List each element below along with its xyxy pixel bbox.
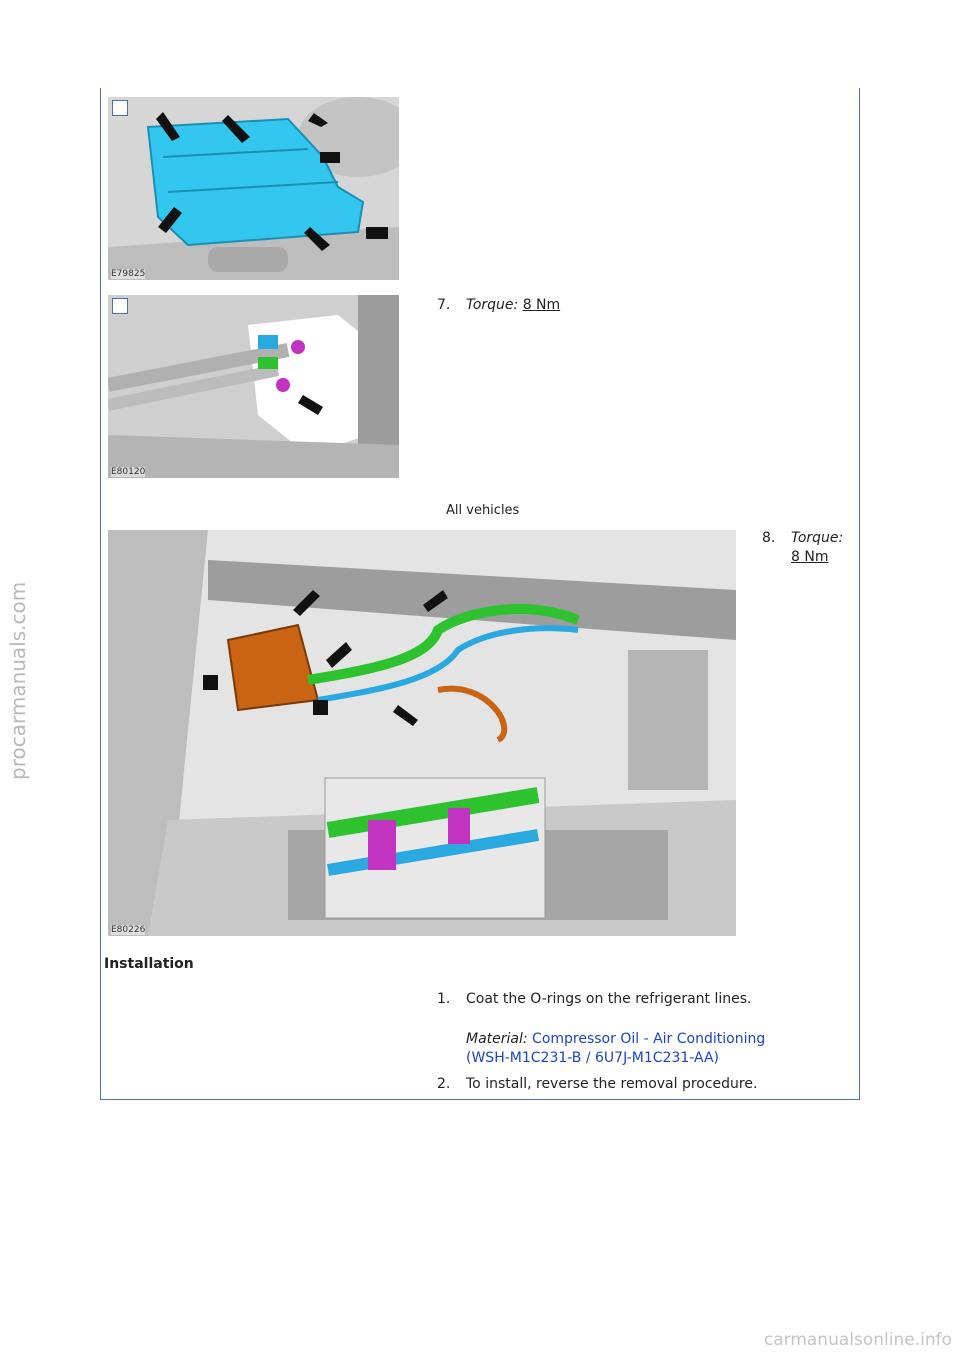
bottom-watermark: carmanualsonline.info (763, 1330, 952, 1350)
material-label: Material: (466, 1031, 528, 1047)
material-spec[interactable]: (WSH-M1C231-B / 6U7J-M1C231-AA) (466, 1050, 720, 1066)
figure-caption: All vehicles (446, 503, 520, 518)
torque-value[interactable]: 8 Nm (791, 549, 829, 565)
material-link[interactable]: Compressor Oil - Air Conditioning (532, 1031, 766, 1047)
content-frame (100, 88, 860, 1100)
zoom-icon[interactable] (112, 100, 128, 116)
figure-code: E80120 (111, 467, 146, 477)
torque-value[interactable]: 8 Nm (522, 297, 561, 313)
step-number: 8. (762, 530, 776, 546)
step-number: 1. (437, 991, 451, 1007)
zoom-icon[interactable] (112, 298, 128, 314)
install-step-1: 1. Coat the O-rings on the refrigerant l… (437, 990, 857, 1070)
step-text: Coat the O-rings on the refrigerant line… (466, 991, 752, 1007)
step-7: 7. Torque: 8 Nm (437, 296, 737, 316)
figure-code: E79825 (111, 269, 146, 279)
step-number: 2. (437, 1076, 451, 1092)
install-step-2: 2. To install, reverse the removal proce… (437, 1075, 857, 1095)
torque-label: Torque: (466, 297, 519, 313)
side-watermark: procarmanuals.com (6, 581, 30, 780)
section-heading: Installation (104, 956, 194, 972)
figure-engine-bay: E80226 (108, 530, 736, 936)
torque-label: Torque: (791, 530, 844, 546)
step-text: To install, reverse the removal procedur… (466, 1076, 758, 1092)
figure-code: E80226 (111, 925, 146, 935)
figure-refrigerant-lines: E80120 (108, 295, 399, 478)
figure-engine-cover: E79825 (108, 97, 399, 280)
step-8: 8. Torque: 8 Nm (762, 529, 858, 569)
step-number: 7. (437, 297, 451, 313)
